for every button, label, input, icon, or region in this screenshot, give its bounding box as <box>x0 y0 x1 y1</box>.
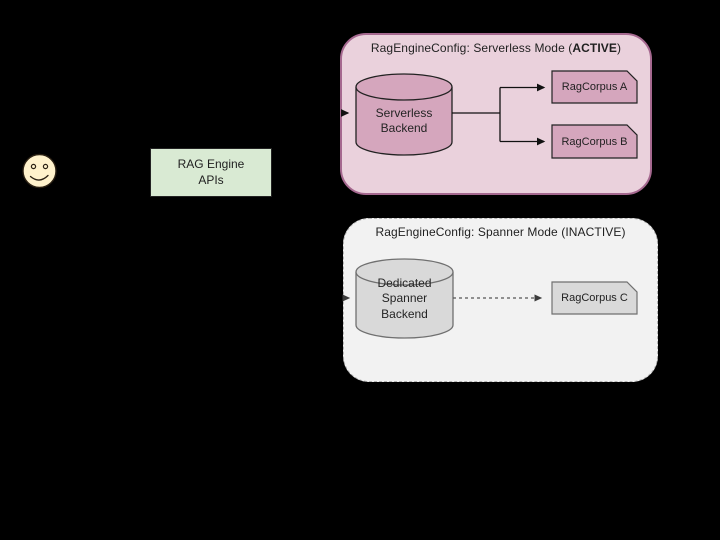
user-smiley-icon <box>22 153 57 189</box>
serverless-title-suffix: ) <box>617 41 622 55</box>
ragcorpus-b-label: RagCorpus B <box>561 135 628 148</box>
spanner-group-title: RagEngineConfig: Spanner Mode (INACTIVE) <box>375 225 626 239</box>
ragcorpus-a-label: RagCorpus A <box>561 81 628 93</box>
spanner-backend-label: Dedicated Spanner Backend <box>377 275 432 321</box>
serverless-group-title: RagEngineConfig: Serverless Mode (ACTIVE… <box>342 41 650 55</box>
serverless-title-active: ACTIVE <box>572 41 617 55</box>
serverless-title-prefix: RagEngineConfig: Serverless Mode ( <box>370 41 573 55</box>
serverless-backend-label: Serverless Backend <box>375 105 433 135</box>
ragcorpus-c-label: RagCorpus C <box>561 292 628 304</box>
rag-engine-apis-box: RAG Engine APIs <box>150 148 272 197</box>
